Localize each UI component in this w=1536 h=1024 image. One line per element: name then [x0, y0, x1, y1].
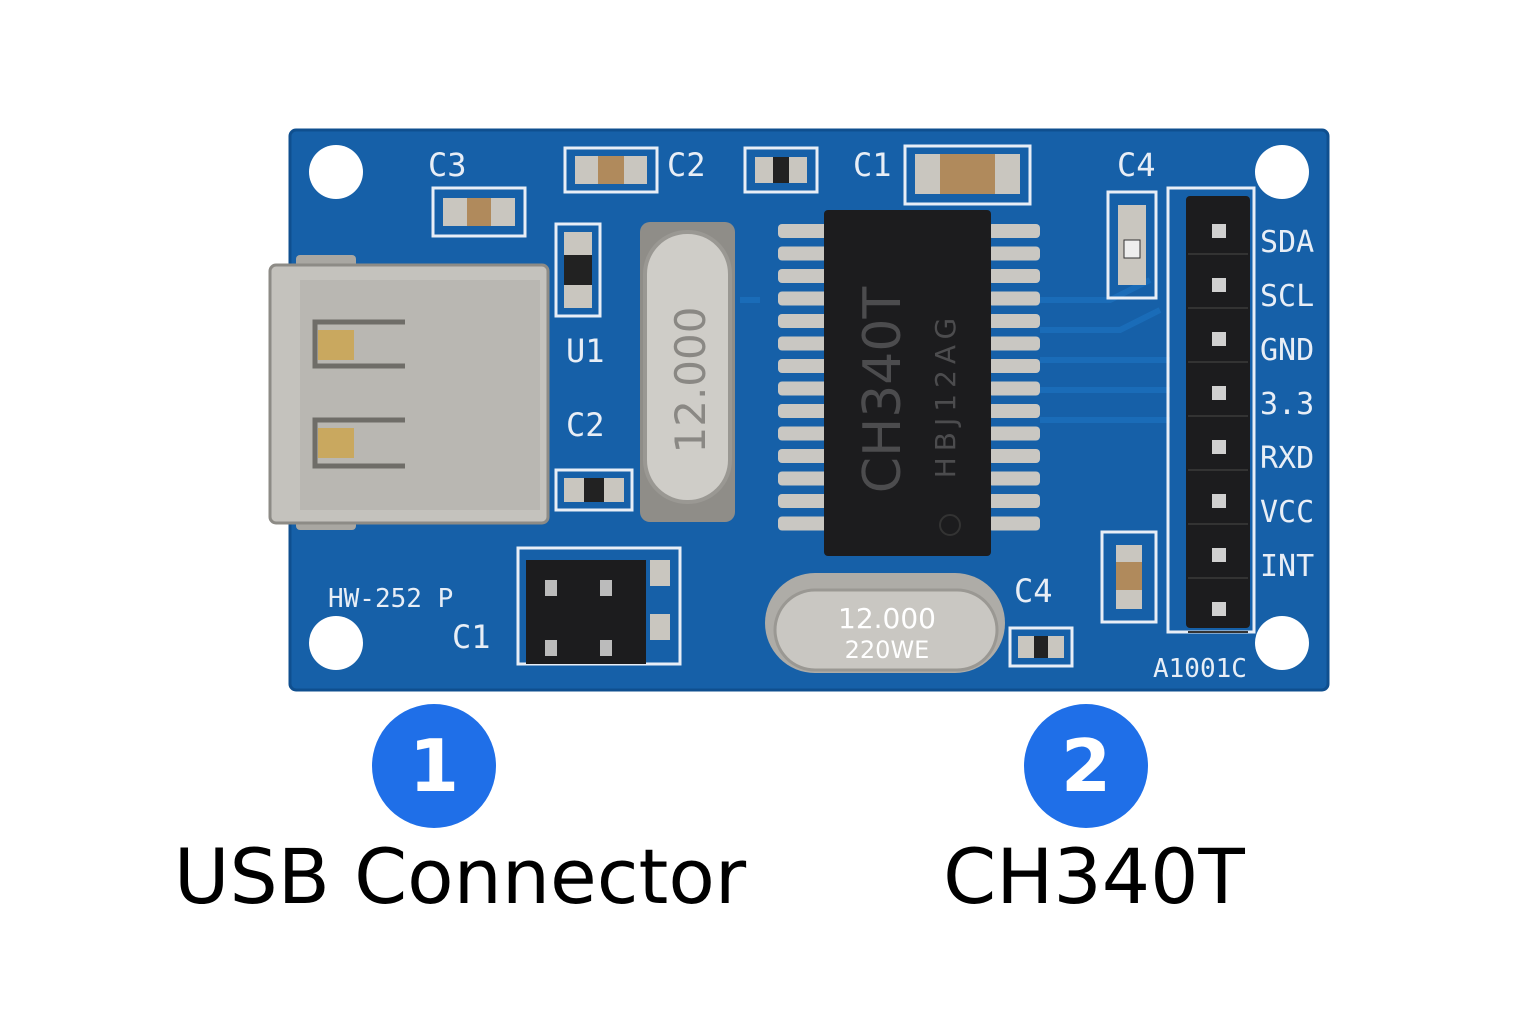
callout-label-ch340t: CH340T: [943, 832, 1245, 921]
silk-c1-bottom: C1: [452, 618, 491, 656]
ic-pin: [778, 404, 828, 418]
ic-pin: [778, 336, 828, 351]
ic-pin: [988, 404, 1040, 418]
callout-label-usb-connector: USB Connector: [173, 832, 747, 921]
ic-pin: [778, 291, 828, 306]
pin-header: [1186, 196, 1250, 633]
pin-label-sda: SDA: [1260, 225, 1314, 260]
crystal-vertical-label: 12.000: [666, 307, 715, 454]
mounting-hole: [1255, 145, 1309, 199]
ic-pin: [778, 314, 828, 328]
chip-code: HBJ12AG: [929, 312, 962, 479]
ic-pin: [988, 381, 1040, 396]
ic-pin: [778, 269, 828, 283]
ic-pin: [988, 449, 1040, 463]
pin-label-scl: SCL: [1260, 279, 1314, 314]
ic-pin: [988, 336, 1040, 351]
jumper-header: [526, 560, 670, 664]
header-pin: [1212, 548, 1226, 562]
ic-pin: [778, 224, 828, 238]
ic-pin: [988, 471, 1040, 486]
ic-pin: [988, 359, 1040, 373]
ic-pin: [988, 314, 1040, 328]
mounting-hole: [1255, 616, 1309, 670]
mounting-holes: [309, 145, 1309, 670]
header-pin: [1212, 440, 1226, 454]
silk-c3: C3: [428, 146, 467, 184]
crystal-bottom: 12.000 220WE: [765, 573, 1005, 673]
ic-pin: [778, 471, 828, 486]
crystal-bottom-line1: 12.000: [838, 602, 936, 635]
ic-pins: [778, 224, 1040, 531]
header-pin: [1212, 278, 1226, 292]
ic-pin: [778, 359, 828, 373]
ic-pin: [778, 516, 828, 531]
ic-pin: [988, 494, 1040, 508]
ic-pin: [988, 516, 1040, 531]
ic-pin: [778, 494, 828, 508]
silk-c2-top: C2: [667, 146, 706, 184]
ic-pin: [988, 224, 1040, 238]
silk-c1-top: C1: [853, 146, 892, 184]
callout-badge-2: 2: [1024, 704, 1148, 828]
pin-label-int: INT: [1260, 549, 1314, 584]
header-pin: [1212, 224, 1226, 238]
pin-label-gnd: GND: [1260, 333, 1314, 368]
silk-model: HW-252 P: [328, 584, 453, 614]
ic-pin: [778, 426, 828, 441]
header-pin: [1212, 602, 1226, 616]
usb-connector: [268, 255, 550, 530]
ic-pin: [988, 291, 1040, 306]
mounting-hole: [309, 616, 363, 670]
silk-c4-top: C4: [1117, 146, 1156, 184]
pin-label-3-3: 3.3: [1260, 387, 1314, 422]
silk-c2-mid: C2: [566, 406, 605, 444]
header-pin: [1212, 386, 1226, 400]
ic-pin: [988, 426, 1040, 441]
ic-pin: [988, 269, 1040, 283]
mounting-hole: [309, 145, 363, 199]
ic-pin: [778, 246, 828, 261]
silk-c4-bottom: C4: [1014, 572, 1053, 610]
crystal-bottom-line2: 220WE: [845, 636, 930, 664]
capacitors: [443, 154, 1146, 658]
ic-pin: [988, 246, 1040, 261]
callout-badge-1: 1: [372, 704, 496, 828]
silk-u1: U1: [566, 332, 605, 370]
silk-revision: A1001C: [1153, 654, 1247, 684]
ic-pin: [778, 381, 828, 396]
chip-name: CH340T: [853, 287, 913, 494]
chip-pin1-dot: [939, 514, 961, 536]
pin-label-rxd: RXD: [1260, 441, 1314, 476]
ch340t-chip: [824, 210, 991, 556]
pin-label-vcc: VCC: [1260, 495, 1314, 530]
header-pin: [1212, 332, 1226, 346]
crystal-vertical: 12.000: [640, 222, 735, 522]
header-pin: [1212, 494, 1226, 508]
ic-pin: [778, 449, 828, 463]
traces: [740, 277, 1170, 423]
